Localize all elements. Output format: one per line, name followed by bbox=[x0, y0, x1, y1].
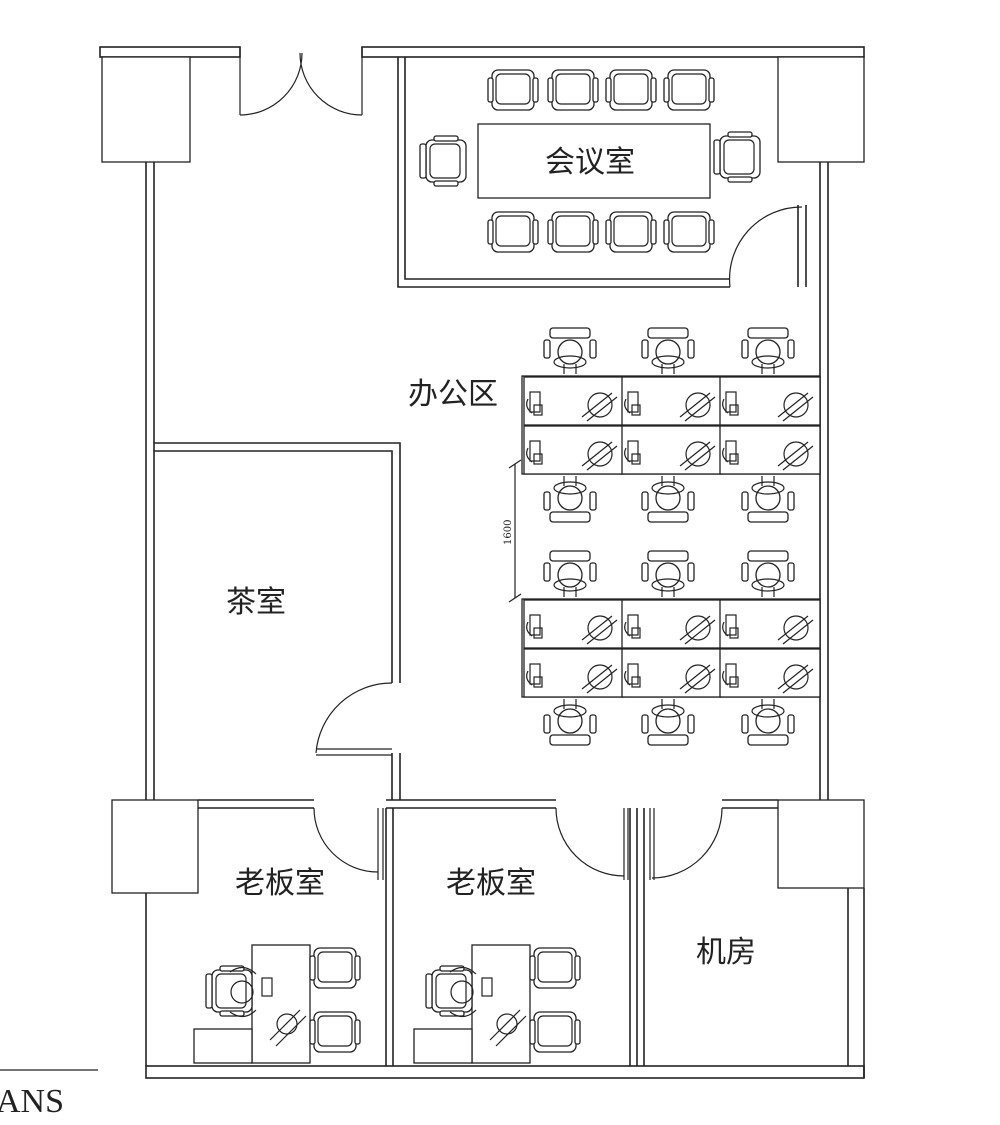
workstation-cluster-lower bbox=[521, 550, 821, 746]
boss-room-1-label: 老板室 bbox=[235, 866, 325, 901]
server-room bbox=[643, 807, 723, 1066]
tea-room bbox=[154, 442, 401, 800]
dimension-line bbox=[508, 459, 522, 603]
drawing-title: ANS bbox=[0, 1083, 64, 1120]
meeting-room-label: 会议室 bbox=[545, 145, 635, 180]
entrance-double-door bbox=[239, 47, 363, 116]
office-area-label: 办公区 bbox=[408, 377, 498, 412]
boss-room-1 bbox=[193, 807, 394, 1066]
tea-room-label: 茶室 bbox=[226, 585, 286, 620]
boss-room-2 bbox=[413, 807, 638, 1066]
boss-room-2-label: 老板室 bbox=[446, 866, 536, 901]
exterior-walls bbox=[99, 46, 865, 1079]
lower-partition bbox=[198, 799, 778, 809]
dimension-value: 1600 bbox=[503, 520, 514, 545]
structural-columns bbox=[101, 56, 865, 894]
server-room-label: 机房 bbox=[696, 935, 756, 970]
workstation-cluster-upper bbox=[521, 327, 821, 523]
meeting-room bbox=[397, 57, 807, 288]
